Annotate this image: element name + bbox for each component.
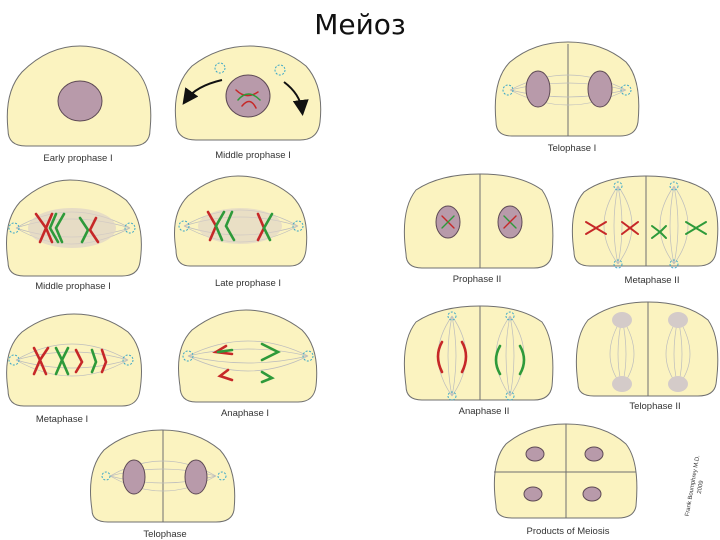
label-anaphase-1: Anaphase I <box>221 408 269 419</box>
middle-prophase-1-top-cell <box>174 45 322 141</box>
telophase-1-cell <box>494 41 640 137</box>
label-late-prophase-1: Late prophase I <box>215 278 281 289</box>
anaphase-2-cell <box>403 305 554 401</box>
label-metaphase-2: Metaphase II <box>625 275 680 286</box>
label-telophase: Telophase <box>143 529 186 540</box>
label-anaphase-2: Anaphase II <box>459 406 510 417</box>
label-middle-prophase-1: Middle prophase I <box>35 281 111 292</box>
credit-year: 2009 <box>697 479 705 494</box>
page-title: Мейоз <box>314 8 406 41</box>
label-metaphase-1: Metaphase I <box>36 414 88 425</box>
early-prophase-1-cell <box>6 45 152 147</box>
arrow-left-icon <box>182 79 223 105</box>
nucleus-4 <box>582 486 602 502</box>
middle-prophase-1-cell <box>6 179 142 277</box>
nucleus-left <box>525 70 551 108</box>
label-early-prophase-1: Early prophase I <box>43 153 112 164</box>
label-middle-prophase-1-top: Middle prophase I <box>215 150 291 161</box>
label-telophase-1: Telophase I <box>548 143 597 154</box>
arrow-right-icon <box>283 81 309 116</box>
products-of-meiosis-cell <box>493 423 638 519</box>
anaphase-1-cell <box>178 309 318 403</box>
late-prophase-1-cell <box>174 175 308 267</box>
nucleus <box>57 80 103 122</box>
label-products: Products of Meiosis <box>527 526 610 537</box>
metaphase-2-cell <box>571 175 719 269</box>
nucleus-right <box>184 459 208 495</box>
metaphase-1-cell <box>6 313 142 407</box>
prophase-2-cell <box>403 173 554 269</box>
nucleus-3 <box>523 486 543 502</box>
telophase-2-cell <box>575 301 719 397</box>
nucleus-2 <box>584 446 604 462</box>
nucleus-1 <box>525 446 545 462</box>
nucleus-right <box>587 70 613 108</box>
label-telophase-2: Telophase II <box>629 401 680 412</box>
nucleus-left <box>122 459 146 495</box>
telophase-bottom-cell <box>90 429 236 523</box>
label-prophase-2: Prophase II <box>453 274 502 285</box>
